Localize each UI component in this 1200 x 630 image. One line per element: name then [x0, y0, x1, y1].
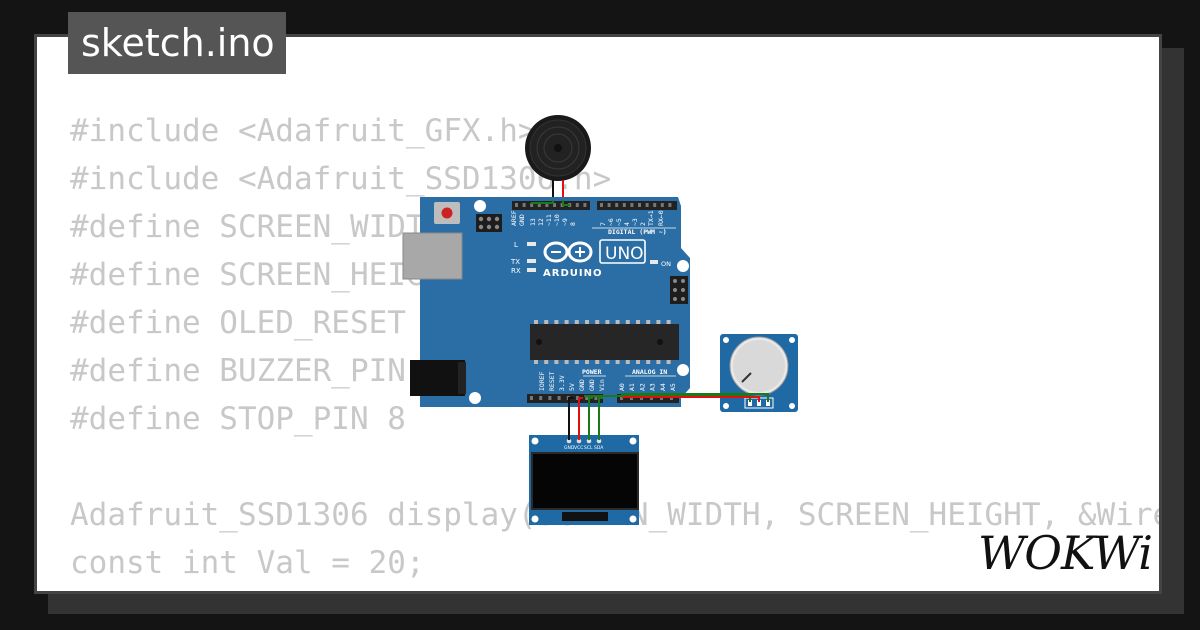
oled-pin[interactable] [576, 438, 582, 444]
analog-header[interactable] [617, 394, 679, 403]
top-pin-label: ~6 [607, 218, 615, 226]
wokwi-logo: WOKWi [978, 526, 1152, 578]
microcontroller-chip [530, 324, 679, 360]
code-line: #include <Adafruit_GFX.h> [70, 113, 537, 149]
digital-label: DIGITAL (PWM ~) [608, 228, 667, 236]
code-editor[interactable]: #include <Adafruit_GFX.h>#include <Adafr… [70, 107, 1159, 591]
tx-label: TX [510, 258, 520, 266]
wires [531, 200, 769, 440]
oled-pin-label: VCC [574, 445, 583, 451]
oled-pin-label: SDA [594, 445, 604, 451]
file-tab-label: sketch.ino [81, 21, 275, 65]
analog-pin-label: A1 [628, 383, 636, 391]
file-tab[interactable]: sketch.ino [68, 12, 286, 74]
analog-pin-label: A4 [659, 383, 667, 391]
power-label: POWER [582, 368, 602, 376]
power-pin-label: IOREF [538, 371, 546, 391]
top-pin-label: ~10 [553, 214, 561, 226]
top-pin-label: TX→1 [647, 210, 655, 226]
top-pin-label: ~5 [615, 218, 623, 226]
oled-pin-label: SCL [584, 445, 593, 451]
potentiometer-knob-indicator [741, 372, 752, 383]
analog-pin-label: A2 [638, 383, 646, 391]
led-l-label: L [514, 241, 518, 249]
digital-header-high[interactable] [597, 201, 677, 210]
top-pin-label: 13 [529, 218, 537, 226]
digital-header-low[interactable] [512, 201, 590, 210]
code-line: const int Val = 20; [70, 545, 425, 581]
top-pin-label: ~9 [561, 218, 569, 226]
board-brand: ARDUINO [543, 268, 602, 279]
power-pin-label: GND [578, 379, 586, 391]
analog-pin-label: A0 [618, 383, 626, 391]
wokwi-logo-text: WOKWi [978, 526, 1152, 578]
top-pin-label: GND [518, 214, 526, 226]
power-pin-label: GND [588, 379, 596, 391]
rx-label: RX [511, 267, 521, 275]
power-jack [410, 360, 465, 396]
buzzer[interactable] [525, 115, 591, 200]
top-pin-label: ~3 [631, 218, 639, 226]
oled-pin[interactable] [596, 438, 602, 444]
top-pin-label: 4 [623, 222, 631, 226]
board-model: UNO [605, 244, 644, 264]
code-line: #define BUZZER_PIN 9 [70, 353, 444, 389]
top-pin-label: AREF [510, 210, 518, 226]
power-pin-label: RESET [548, 371, 556, 391]
top-pin-label: 2 [639, 222, 647, 226]
oled-screen [533, 454, 637, 508]
analog-pin-label: A5 [669, 383, 677, 391]
analog-pin-label: A3 [649, 383, 657, 391]
power-pin-label: Vin [598, 379, 606, 391]
power-header[interactable] [527, 394, 603, 403]
usb-connector [402, 232, 463, 280]
top-pin-label: 8 [569, 222, 577, 226]
analog-label: ANALOG IN [632, 368, 667, 376]
top-pin-label: 7 [599, 222, 607, 226]
oled-pin[interactable] [586, 438, 592, 444]
power-pin-label: 5V [568, 383, 576, 391]
oled-pin-label: GND [564, 445, 575, 451]
potentiometer[interactable] [720, 334, 798, 412]
top-pin-label: RX←0 [657, 210, 665, 226]
code-line: #define STOP_PIN 8 [70, 401, 406, 437]
top-pin-label: ~11 [545, 214, 553, 226]
power-pin-label: 3.3V [558, 375, 566, 391]
arduino-logo-icon [543, 241, 593, 263]
top-pin-label: 12 [537, 218, 545, 226]
on-label: ON [661, 260, 671, 268]
oled-pin[interactable] [566, 438, 572, 444]
